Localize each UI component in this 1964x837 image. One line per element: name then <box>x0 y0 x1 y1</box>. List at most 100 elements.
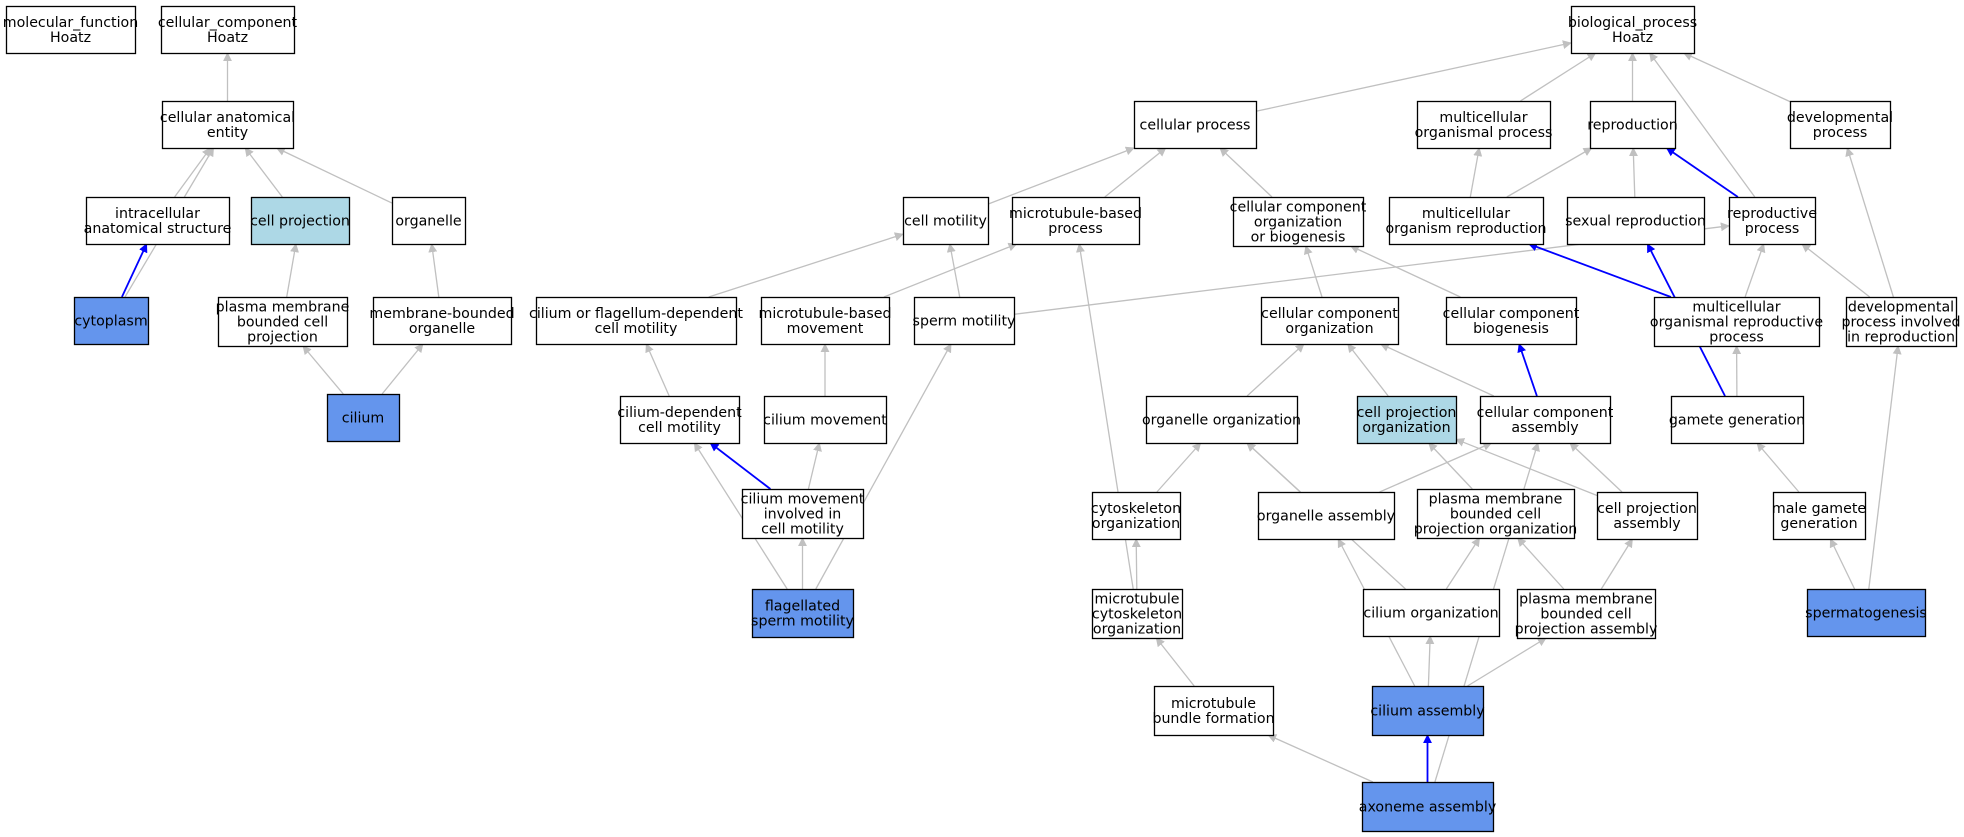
edge-cilium_dependent_cell_motility-to-cilium_or_flagellum_dependent_cell_motility <box>645 343 670 397</box>
node-box <box>1566 196 1706 246</box>
node-box <box>1596 491 1699 541</box>
node-reproduction[interactable]: reproduction <box>1587 100 1678 150</box>
node-box <box>1091 588 1184 640</box>
node-box <box>5 5 137 55</box>
node-box <box>1362 588 1501 638</box>
node-label-line: microtubule-based <box>759 306 892 322</box>
node-box <box>913 296 1016 346</box>
node-label-line: cytoplasm <box>74 314 147 330</box>
edge-organelle-to-cellular_anatomical_entity <box>275 147 393 204</box>
node-label-line: process <box>1048 221 1103 237</box>
node-label-line: male gamete <box>1772 501 1866 517</box>
node-cilium[interactable]: cilium <box>326 393 401 443</box>
node-sexual-reproduction[interactable]: sexual reproduction <box>1565 196 1706 246</box>
node-label-line: molecular_function <box>3 15 138 31</box>
node-label-line: organelle <box>395 214 461 230</box>
node-label-line: organization <box>1285 321 1373 337</box>
node-label-line: cellular component <box>1261 306 1398 322</box>
node-label-line: cell motility <box>761 522 844 538</box>
node-label-line: process <box>1813 125 1868 141</box>
edge-multicellular_organismal_reproductive_process-to-multicellular_organism_reproduction <box>1528 242 1672 298</box>
node-cell-projection[interactable]: cell projection <box>250 196 351 246</box>
edge-intracellular_anatomical_structure-to-cellular_anatomical_entity <box>174 147 211 198</box>
node-organelle-organization[interactable]: organelle organization <box>1142 395 1301 445</box>
node-spermatogenesis[interactable]: spermatogenesis <box>1805 588 1927 638</box>
node-label-line: sperm motility <box>751 614 854 630</box>
node-box <box>763 395 888 445</box>
node-organelle[interactable]: organelle <box>391 196 467 246</box>
edge-cellular_process-to-biological_process <box>1255 40 1572 112</box>
node-box <box>1145 395 1299 445</box>
node-cellular-process[interactable]: cellular process <box>1133 100 1258 150</box>
node-label-line: organismal reproductive <box>1650 315 1823 331</box>
edge-plasma_membrane_bounded_cell_projection_assembly-to-plasma_membrane_bounded_cell_projection_organization <box>1517 537 1565 590</box>
edge-sperm_motility-to-cell_motility <box>946 243 961 298</box>
edge-organelle_organization-to-cellular_component_organization <box>1246 343 1305 397</box>
node-label-line: biogenesis <box>1473 321 1549 337</box>
node-label-line: axoneme assembly <box>1359 800 1496 816</box>
edge-cellular_component_organization_or_biogenesis-to-cellular_process <box>1219 147 1273 198</box>
edge-flagellated_sperm_motility-to-sperm_motility <box>815 343 952 590</box>
edge-male_gamete_generation-to-gamete_generation <box>1756 442 1800 493</box>
node-cytoplasm[interactable]: cytoplasm <box>73 296 150 346</box>
node-cilium-movement[interactable]: cilium movement <box>763 395 888 445</box>
node-cell-motility[interactable]: cell motility <box>902 196 990 246</box>
node-label-line: organization <box>1254 215 1342 231</box>
node-sperm-motility[interactable]: sperm motility <box>913 296 1016 346</box>
node-cilium-organization[interactable]: cilium organization <box>1362 588 1501 638</box>
node-label-line: cellular component <box>1443 306 1580 322</box>
node-label-line: reproduction <box>1587 118 1677 134</box>
node-box <box>1479 395 1612 445</box>
node-gamete-generation[interactable]: gamete generation <box>1669 395 1805 445</box>
edge-cellular_component_assembly-to-cellular_component_organization <box>1379 343 1495 397</box>
node-box <box>1416 488 1576 540</box>
edge-reproductive_process-to-reproduction <box>1665 147 1739 198</box>
edge-cilium_assembly-to-plasma_membrane_bounded_cell_projection_assembly <box>1467 637 1547 687</box>
node-label-line: spermatogenesis <box>1805 606 1927 622</box>
node-label-line: flagellated <box>765 599 840 615</box>
node-axoneme-assembly[interactable]: axoneme assembly <box>1359 781 1496 833</box>
edge-cellular_component_biogenesis-to-cellular_component_organization_or_biogenesis <box>1349 245 1461 298</box>
edge-cilium_movement_involved_in_cell_motility-to-cilium_dependent_cell_motility <box>709 442 771 490</box>
edge-cytoskeleton_organization-to-organelle_organization <box>1156 442 1202 493</box>
edge-cellular_component_assembly-to-cellular_component_biogenesis <box>1517 343 1538 397</box>
edge-multicellular_organism_reproduction-to-reproduction <box>1506 147 1593 198</box>
node-organelle-assembly[interactable]: organelle assembly <box>1257 491 1396 541</box>
edge-cilium_or_flagellum_dependent_cell_motility-to-cell_motility <box>708 232 904 298</box>
node-box <box>1356 395 1458 445</box>
node-cilium-assembly[interactable]: cilium assembly <box>1370 685 1485 737</box>
edge-microtubule_based_process-to-cellular_process <box>1104 147 1167 198</box>
node-label-line: cilium-dependent <box>617 405 742 421</box>
